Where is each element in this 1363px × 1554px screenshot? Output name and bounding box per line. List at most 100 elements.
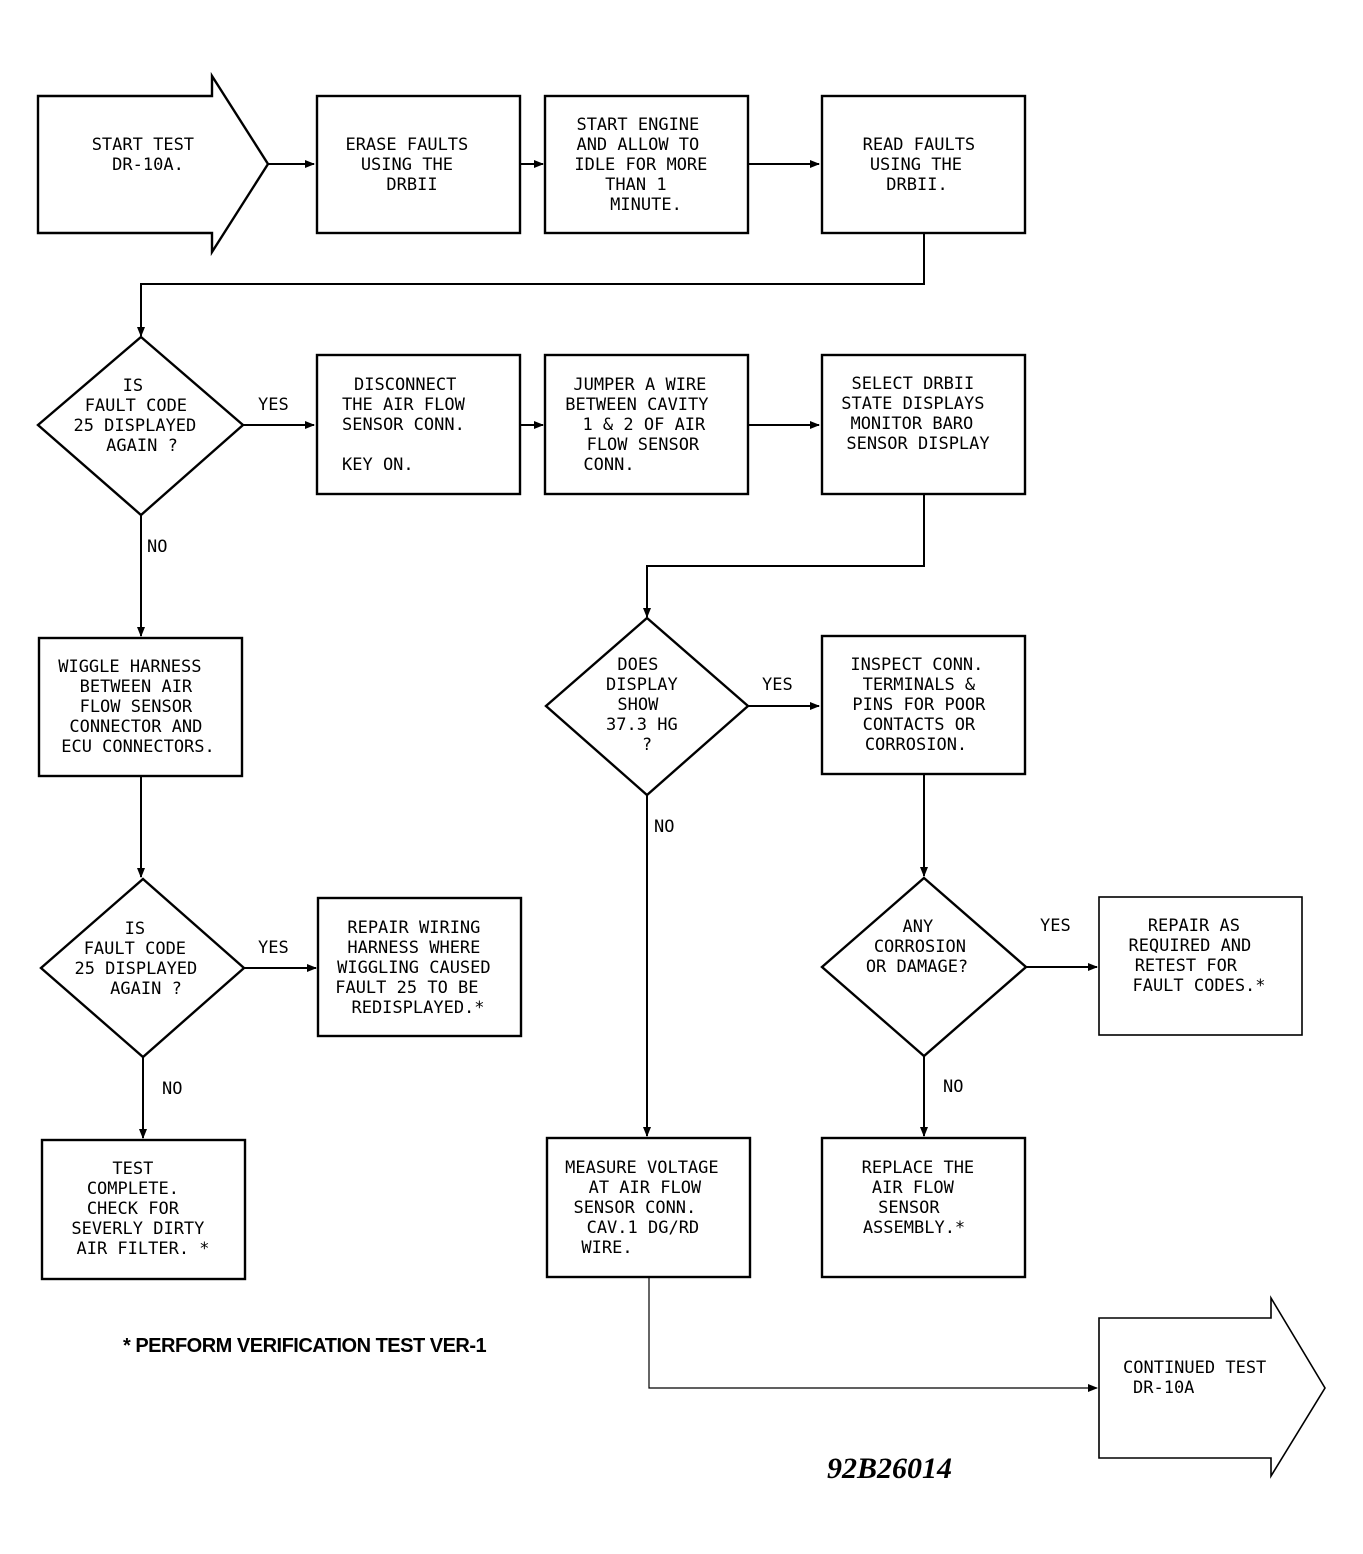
text-line: DRBII xyxy=(386,175,437,195)
replace-sensor-box xyxy=(820,1136,1027,1279)
figure-code: 92B26014 xyxy=(827,1452,952,1485)
corrosion-decision xyxy=(820,876,1028,1058)
text-line: SEVERLY DIRTY xyxy=(71,1219,204,1239)
replace-text: REPLACE THE AIR FLOW SENSOR ASSEMBLY.* xyxy=(862,1158,985,1238)
text-line: CONN. xyxy=(583,455,634,475)
yes-label: YES xyxy=(258,938,289,958)
text-line: SHOW xyxy=(617,695,659,715)
text-line: HARNESS WHERE xyxy=(347,938,480,958)
text-line: 37.3 HG xyxy=(606,715,678,735)
no-label: NO xyxy=(162,1079,182,1099)
disconnect-text: DISCONNECT THE AIR FLOW SENSOR CONN. KEY… xyxy=(342,375,475,475)
text-line: COMPLETE. xyxy=(87,1179,179,1199)
verification-footnote: * PERFORM VERIFICATION TEST VER-1 xyxy=(123,1335,487,1357)
text-line: AIR FILTER. * xyxy=(76,1239,209,1259)
yes-label: YES xyxy=(762,675,793,695)
text-line: DISPLAY xyxy=(606,675,678,695)
repair-required-text: REPAIR AS REQUIRED AND RETEST FOR FAULT … xyxy=(1128,916,1265,996)
text-line: ERASE FAULTS xyxy=(345,135,468,155)
text-line: JUMPER A WIRE xyxy=(573,375,706,395)
text-line: FAULT CODE xyxy=(85,396,187,416)
text-line: SENSOR CONN. xyxy=(573,1198,696,1218)
text-line: INSPECT CONN. xyxy=(850,655,983,675)
text-line: CHECK FOR xyxy=(87,1199,180,1219)
text-line: WIGGLING CAUSED xyxy=(337,958,491,978)
inspect-conn-box xyxy=(820,634,1027,776)
start-engine-text: START ENGINE AND ALLOW TO IDLE FOR MORE … xyxy=(574,115,717,215)
text-line: USING THE xyxy=(870,155,962,175)
yes-label: YES xyxy=(1040,916,1071,936)
text-line: DR-10A. xyxy=(112,155,184,175)
test-complete-box xyxy=(40,1138,247,1281)
text-line: REPAIR AS xyxy=(1148,916,1240,936)
display-show-decision xyxy=(544,616,750,797)
fault-code-decision-2 xyxy=(39,877,246,1059)
text-line: AGAIN ? xyxy=(110,979,182,999)
connector-measure-continued xyxy=(648,1278,1098,1392)
repair-as-required-box xyxy=(1098,896,1303,1036)
text-line: TEST xyxy=(112,1159,153,1179)
no-label: NO xyxy=(147,537,167,557)
start-engine-box xyxy=(543,94,750,235)
text-line: AT AIR FLOW xyxy=(589,1178,702,1198)
erase-faults-box xyxy=(315,94,522,235)
read-faults-box xyxy=(820,94,1027,235)
start-arrow xyxy=(36,71,270,257)
text-line: AIR FLOW xyxy=(872,1178,955,1198)
text-line: MEASURE VOLTAGE xyxy=(565,1158,719,1178)
text-line: SENSOR CONN. xyxy=(342,415,465,435)
fault-code-decision-1 xyxy=(36,335,245,517)
connector-select-decision2 xyxy=(643,494,925,618)
text-line: FAULT CODES.* xyxy=(1132,976,1265,996)
inspect-text: INSPECT CONN. TERMINALS & PINS FOR POOR … xyxy=(850,655,995,755)
measure-voltage-box xyxy=(545,1136,752,1279)
connectors xyxy=(137,160,1098,1392)
text-line: READ FAULTS xyxy=(863,135,976,155)
wiggle-text: WIGGLE HARNESS BETWEEN AIR FLOW SENSOR C… xyxy=(58,657,215,757)
text-line: OR DAMAGE? xyxy=(866,957,968,977)
decision2-text: DOES DISPLAY SHOW 37.3 HG ? xyxy=(606,655,688,755)
text-line: SELECT DRBII xyxy=(851,374,974,394)
text-line: CORROSION. xyxy=(865,735,967,755)
text-line: DR-10A xyxy=(1133,1378,1194,1398)
text-line: DRBII. xyxy=(886,175,947,195)
text-line: MINUTE. xyxy=(610,195,682,215)
disconnect-box xyxy=(315,353,522,496)
repair-wiring-text: REPAIR WIRING HARNESS WHERE WIGGLING CAU… xyxy=(335,918,501,1018)
text-line: KEY ON. xyxy=(342,455,414,475)
text-line: IDLE FOR MORE xyxy=(574,155,707,175)
text-line: THAN 1 xyxy=(605,175,666,195)
text-line: FAULT CODE xyxy=(84,939,186,959)
text-line: MONITOR BARO xyxy=(850,414,973,434)
text-line: STATE DISPLAYS xyxy=(841,394,984,414)
start-text: START TEST DR-10A. xyxy=(92,135,205,175)
decision4-text: ANY CORROSION OR DAMAGE? xyxy=(866,917,976,977)
node-texts: START TEST DR-10A. ERASE FAULTS USING TH… xyxy=(58,115,1266,1398)
text-line: 25 DISPLAYED xyxy=(73,416,196,436)
text-line: START TEST xyxy=(92,135,194,155)
text-line: TERMINALS & xyxy=(863,675,976,695)
text-line: WIGGLE HARNESS xyxy=(58,657,201,677)
text-line: ANY xyxy=(903,917,934,937)
text-line: AND ALLOW TO xyxy=(576,135,699,155)
shapes xyxy=(36,71,1326,1479)
text-line: REDISPLAYED.* xyxy=(351,998,484,1018)
read-text: READ FAULTS USING THE DRBII. xyxy=(863,135,986,195)
text-line: FLOW SENSOR xyxy=(587,435,700,455)
text-line: IS xyxy=(125,919,145,939)
text-line: START ENGINE xyxy=(576,115,699,135)
text-line: 1 & 2 OF AIR xyxy=(582,415,706,435)
text-line: USING THE xyxy=(361,155,453,175)
decision3-text: IS FAULT CODE 25 DISPLAYED AGAIN ? xyxy=(74,919,207,999)
text-line: CONTACTS OR xyxy=(863,715,976,735)
text-line: DOES xyxy=(617,655,658,675)
text-line: BETWEEN AIR xyxy=(80,677,193,697)
test-complete-text: TEST COMPLETE. CHECK FOR SEVERLY DIRTY A… xyxy=(71,1159,214,1259)
text-line: AGAIN ? xyxy=(106,436,178,456)
text-line: REPAIR WIRING xyxy=(347,918,480,938)
text-line: REQUIRED AND xyxy=(1128,936,1251,956)
yes-label: YES xyxy=(258,395,289,415)
text-line: CONNECTOR AND xyxy=(69,717,202,737)
erase-text: ERASE FAULTS USING THE DRBII xyxy=(345,135,478,195)
